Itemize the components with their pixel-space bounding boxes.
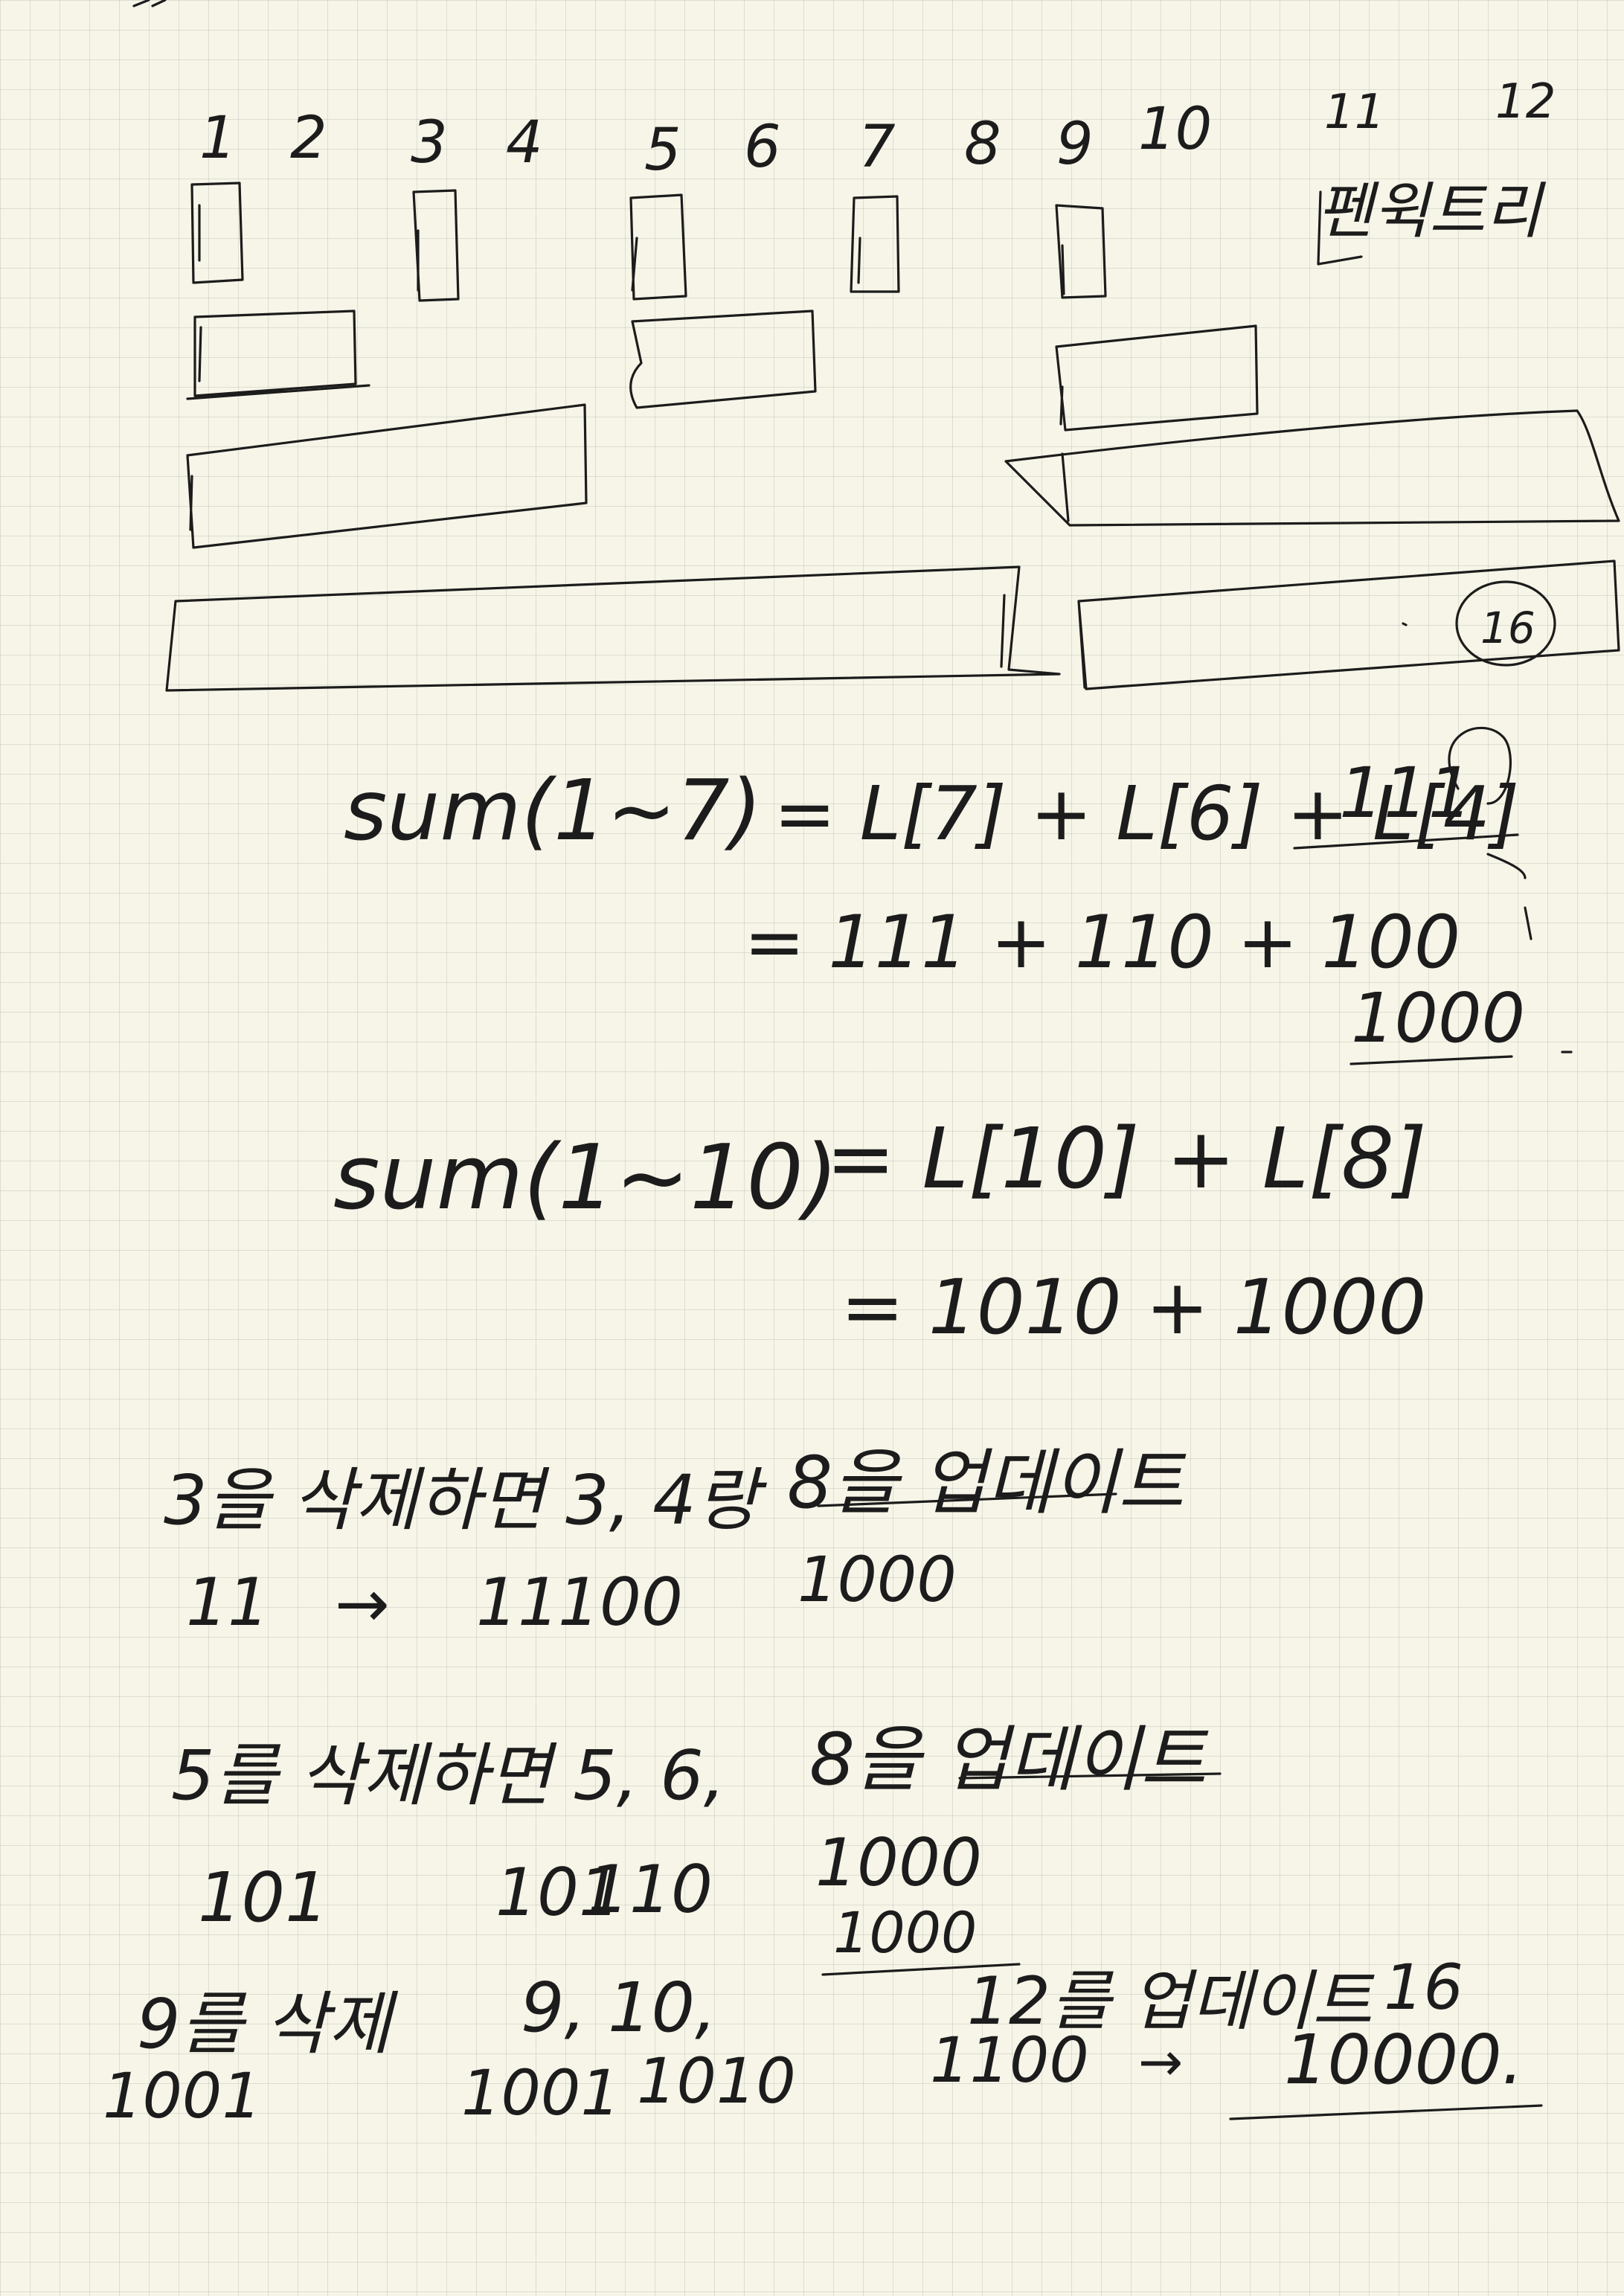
update-5-bits: 101: [198, 1858, 329, 1937]
index-label: 2: [290, 105, 327, 172]
dot-mark: [1402, 622, 1408, 626]
update-9-bits: 1100: [930, 2024, 1089, 2097]
tree-cell: [629, 310, 817, 409]
tree-level-1: [190, 182, 1107, 302]
sum-7-expansion: = 111 + 110 + 100: [744, 900, 1460, 985]
tree-cell: [412, 189, 460, 302]
index-label: 8: [964, 111, 1001, 178]
sum-7-carry-result: 1000: [1351, 978, 1525, 1058]
index-label: 3: [411, 109, 448, 176]
index-label: 12: [1495, 74, 1556, 129]
index-label: 4: [506, 109, 543, 176]
index-label: 1: [199, 105, 237, 172]
title-box-scribble: [1317, 190, 1363, 266]
update-9-arrow: →: [1138, 2030, 1183, 2093]
update-5-target: 8을 업데이트: [809, 1718, 1209, 1801]
update-3-target: 8을 업데이트: [787, 1441, 1187, 1524]
tree-level-2: [186, 310, 1259, 432]
index-label: 11: [1324, 85, 1384, 140]
update-5-bits: 110: [588, 1851, 713, 1928]
index-label: 7: [858, 114, 896, 181]
final-underline: [1229, 2104, 1543, 2120]
update-9-bits: 1010: [637, 2045, 796, 2117]
update-9-bits: 1001: [461, 2056, 620, 2129]
tree-cell: [190, 182, 244, 284]
update-3-bits: 11: [186, 1564, 269, 1641]
tree-cell: [1055, 204, 1107, 299]
update-9-line: 9를 삭제: [137, 1984, 399, 2064]
tree-cell: [186, 403, 588, 549]
circled-value: 16: [1480, 603, 1535, 653]
sum-10-lhs: sum(1~10): [333, 1126, 838, 1230]
corner-scribble: [132, 0, 167, 7]
update-9-stacked: 1000: [833, 1899, 977, 1966]
target-underline: [817, 1492, 1117, 1507]
tree-title: 펜윅트리: [1317, 176, 1546, 247]
update-9-indices: 9, 10,: [521, 1968, 716, 2048]
sum-10-expansion: = 1010 + 1000: [841, 1263, 1426, 1352]
update-9-bits: 1001: [103, 2059, 262, 2132]
tree-cell: [850, 195, 900, 293]
sum-10-block: sum(1~10) = L[10] + L[8] = 1010 + 1000: [333, 1111, 1427, 1352]
target-underline: [958, 1772, 1222, 1780]
circled-sixteen: 16: [1402, 580, 1556, 667]
update-3-line: 3을 삭제하면 3, 4랑: [164, 1460, 768, 1540]
tree-cell: [1004, 409, 1620, 527]
index-label: 6: [744, 114, 781, 181]
index-label: 10: [1138, 96, 1212, 163]
index-row: 1 2 3 4 5 6 7 8 9 10 11 12: [199, 74, 1556, 184]
carry-underline: [1349, 1051, 1573, 1065]
sum-7-side-value: 111: [1339, 753, 1472, 834]
update-5-line: 5를 삭제하면 5, 6,: [171, 1736, 725, 1815]
update-9-target: 12를 업데이트: [967, 1963, 1375, 2039]
update-9-block: 9를 삭제 9, 10, 1000 12를 업데이트 16 1001 1001 …: [103, 1899, 1543, 2132]
tree-cell: [186, 310, 370, 400]
tree-cell: [1055, 324, 1259, 432]
sum-7-block: sum(1~7) = L[7] + L[6] + L[4] = 111 + 11…: [344, 726, 1573, 1065]
update-3-bits: 1000: [797, 1543, 957, 1616]
index-label: 9: [1056, 111, 1094, 178]
update-3-arrow: →: [335, 1565, 390, 1642]
update-3-bits: 11: [476, 1564, 559, 1641]
sum-7-lhs: sum(1~7): [344, 763, 762, 859]
update-9-bits: 10000.: [1284, 2020, 1524, 2100]
tree-level-3: [186, 403, 1620, 549]
sum-10-rhs: = L[10] + L[8]: [826, 1111, 1427, 1208]
update-5-bits: 1000: [815, 1824, 982, 1901]
stack-rule: [821, 1963, 1021, 1976]
update-5-block: 5를 삭제하면 5, 6, 8을 업데이트 101 101 110 1000: [171, 1718, 1222, 1937]
tree-level-4: [165, 559, 1620, 692]
tree-cell: [629, 193, 687, 301]
tree-cell: [1077, 559, 1620, 690]
side-underline: [1293, 726, 1532, 940]
update-3-block: 3을 삭제하면 3, 4랑 8을 업데이트 11 → 11 100 1000: [164, 1441, 1187, 1642]
update-3-bits: 100: [558, 1564, 683, 1641]
circle-mark: [1455, 580, 1556, 667]
update-9-final-index: 16: [1384, 1951, 1463, 2024]
update-5-bits: 101: [495, 1854, 620, 1931]
tree-cell: [165, 565, 1061, 692]
index-label: 5: [644, 117, 681, 184]
